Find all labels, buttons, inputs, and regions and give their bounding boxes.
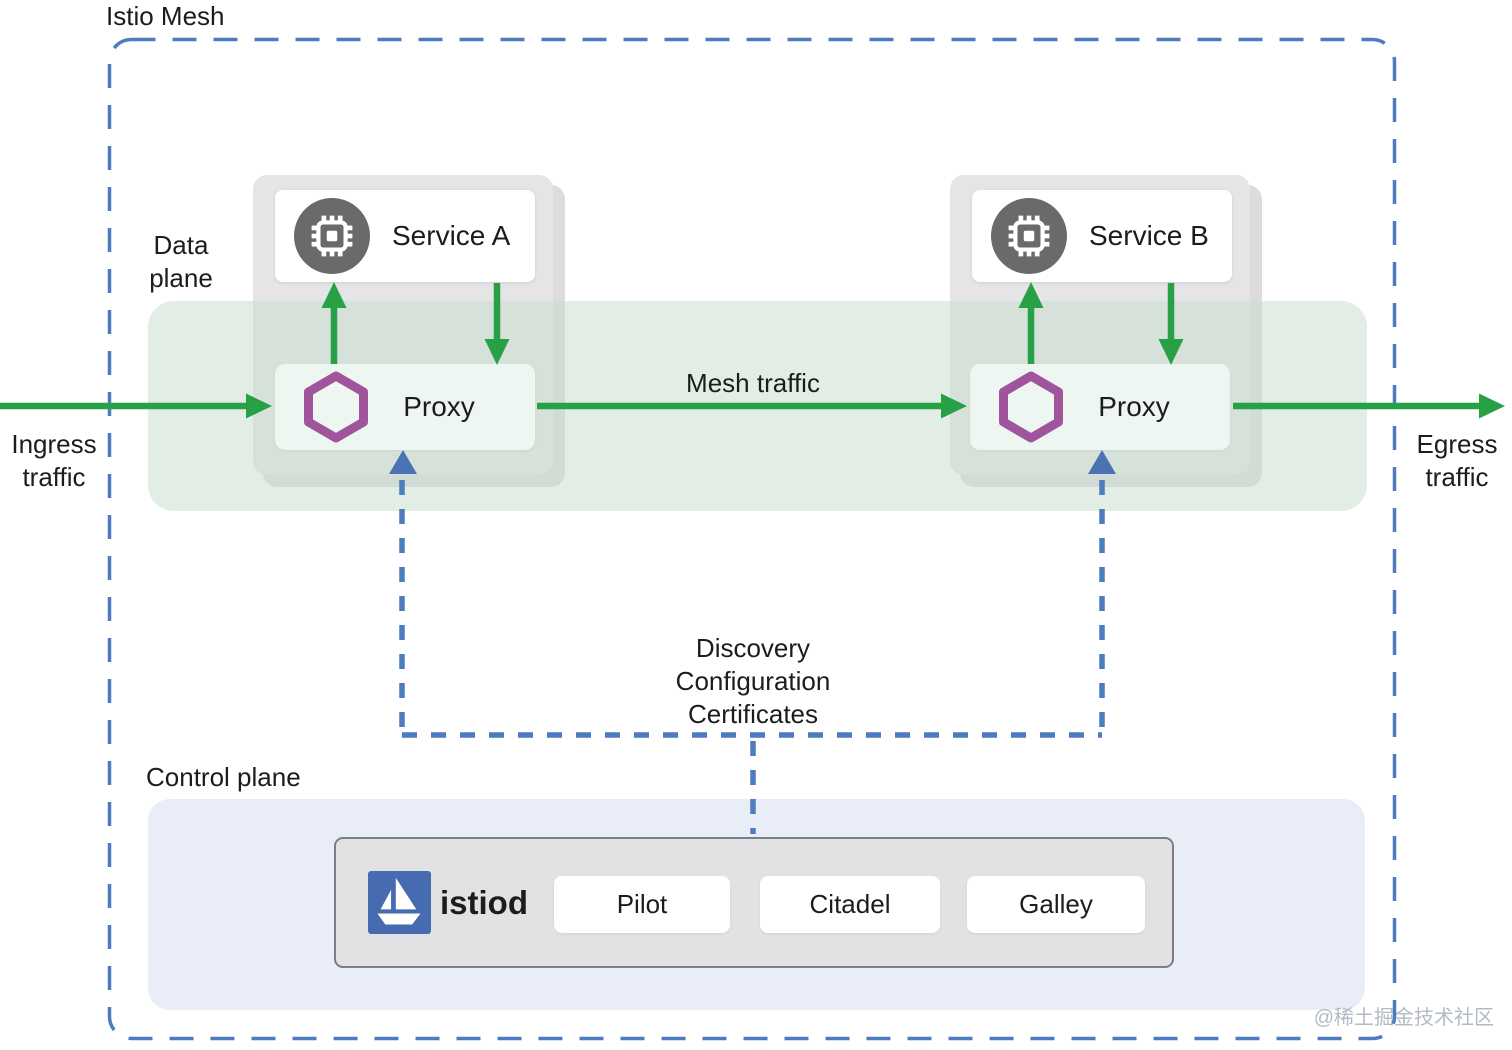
data-plane-label: Data plane: [131, 229, 231, 295]
pilot-box: Pilot: [554, 876, 730, 933]
istiod-box: istiod Pilot Citadel Galley: [334, 837, 1174, 968]
egress-label-line1: Egress: [1416, 429, 1498, 459]
istio-logo-icon: [368, 871, 431, 934]
proxy-a-label: Proxy: [403, 391, 475, 422]
istiod-label: istiod: [440, 883, 528, 921]
proxy-b-box: Proxy: [970, 364, 1230, 450]
proxy-a-box: Proxy: [275, 364, 535, 450]
egress-arrowhead: [1479, 393, 1505, 419]
proxy-b-label: Proxy: [1098, 391, 1170, 422]
discovery-config-certs-label: Discovery Configuration Certificates: [613, 632, 893, 731]
ingress-traffic-label: Ingress traffic: [0, 428, 108, 494]
data-plane-label-line2: plane: [149, 263, 213, 293]
control-plane-label: Control plane: [146, 762, 301, 792]
egress-traffic-label: Egress traffic: [1402, 428, 1512, 494]
galley-box: Galley: [967, 876, 1145, 933]
mesh-traffic-label: Mesh traffic: [686, 368, 820, 398]
ingress-label-line2: traffic: [22, 462, 86, 492]
service-a-label: Service A: [392, 220, 511, 251]
certificates-line: Certificates: [687, 699, 819, 729]
configuration-line: Configuration: [675, 666, 831, 696]
citadel-box: Citadel: [760, 876, 940, 933]
service-b-box: Service B: [972, 190, 1232, 282]
envoy-hexagon-icon: [999, 371, 1063, 443]
service-a-box: Service A: [275, 190, 535, 282]
microchip-icon: [991, 198, 1067, 274]
discovery-line: Discovery: [695, 633, 811, 663]
watermark: @稀土掘金技术社区: [1313, 1007, 1494, 1029]
egress-label-line2: traffic: [1425, 462, 1489, 492]
ingress-label-line1: Ingress: [11, 429, 97, 459]
data-plane-label-line1: Data: [153, 230, 209, 260]
service-b-label: Service B: [1089, 220, 1209, 251]
envoy-hexagon-icon: [304, 371, 368, 443]
istio-mesh-title: Istio Mesh: [106, 1, 225, 31]
microchip-icon: [294, 198, 370, 274]
